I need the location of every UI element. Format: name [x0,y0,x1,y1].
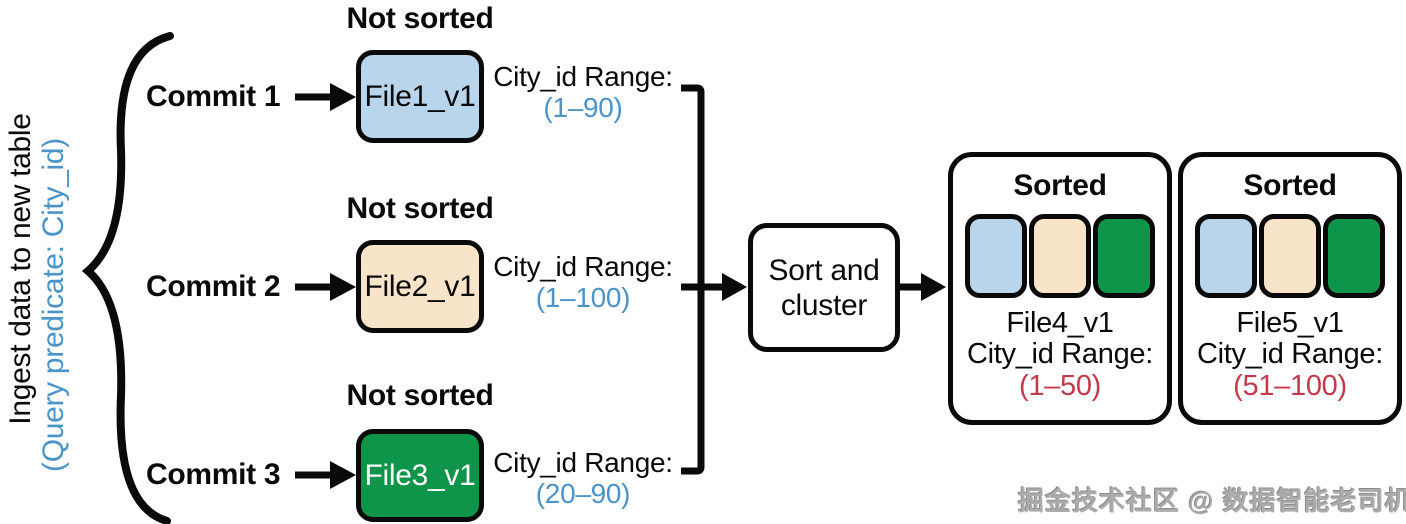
city-range-label-3: City_id Range: [493,447,673,478]
file-box-2: File2_v1 [356,240,484,333]
city-range-value-3: (20–90) [535,478,631,509]
cluster-chip-green [1093,214,1155,298]
query-predicate-side-label: (Query predicate: City_id) [37,138,70,472]
arrow-to-output [900,273,946,301]
sort-cluster-line1: Sort and [768,253,880,287]
sorted-box-2: Sorted File5_v1 City_id Range: (51–100) [1178,152,1402,425]
collector-bracket [681,84,705,475]
cluster-chip-green [1323,214,1385,298]
city-range-block-3: City_id Range: (20–90) [487,447,679,509]
sort-cluster-box: Sort and cluster [748,223,900,352]
sorted-title-1: Sorted [1013,169,1107,202]
city-range-value-1: (1–90) [543,92,623,123]
output-file-label-2: File5_v1 [1236,307,1344,339]
output-range-label-1: City_id Range: [966,338,1153,370]
not-sorted-label-1: Not sorted [346,2,494,35]
arrow-commit-3 [295,461,356,489]
output-range-value-2: (51–100) [1233,370,1347,402]
sorted-title-2: Sorted [1243,169,1337,202]
watermark: 掘金技术社区 @ 数据智能老司机 [1018,486,1406,516]
arrow-commit-2 [295,273,356,301]
cluster-chip-cream [1259,214,1321,298]
ingest-side-label: Ingest data to new table [4,113,37,425]
cluster-chip-row-1 [964,214,1156,298]
cluster-chip-blue [965,214,1027,298]
cluster-chip-row-2 [1194,214,1386,298]
cluster-chip-blue [1195,214,1257,298]
commit-1-label: Commit 1 [146,80,281,113]
not-sorted-label-2: Not sorted [346,192,494,225]
city-range-value-2: (1–100) [535,282,631,313]
curly-brace [81,32,174,524]
sort-cluster-line2: cluster [780,288,868,322]
output-file-label-1: File4_v1 [1006,307,1114,339]
city-range-label-2: City_id Range: [493,251,673,282]
output-range-value-1: (1–50) [1018,370,1102,402]
output-range-label-2: City_id Range: [1196,338,1383,370]
city-range-block-2: City_id Range: (1–100) [487,251,679,313]
sorted-box-1: Sorted File4_v1 City_id Range: (1–50) [948,152,1172,425]
file-box-1: File1_v1 [356,50,484,143]
arrow-to-sort [701,273,747,301]
city-range-label-1: City_id Range: [493,61,673,92]
city-range-block-1: City_id Range: (1–90) [487,61,679,123]
commit-2-label: Commit 2 [146,270,281,303]
cluster-chip-cream [1029,214,1091,298]
arrow-commit-1 [295,83,356,111]
commit-3-label: Commit 3 [146,458,281,491]
file-box-1-label: File1_v1 [364,79,476,113]
not-sorted-label-3: Not sorted [346,379,494,412]
file-box-3: File3_v1 [356,429,484,522]
file-box-2-label: File2_v1 [364,269,476,303]
file-box-3-label: File3_v1 [364,458,476,492]
